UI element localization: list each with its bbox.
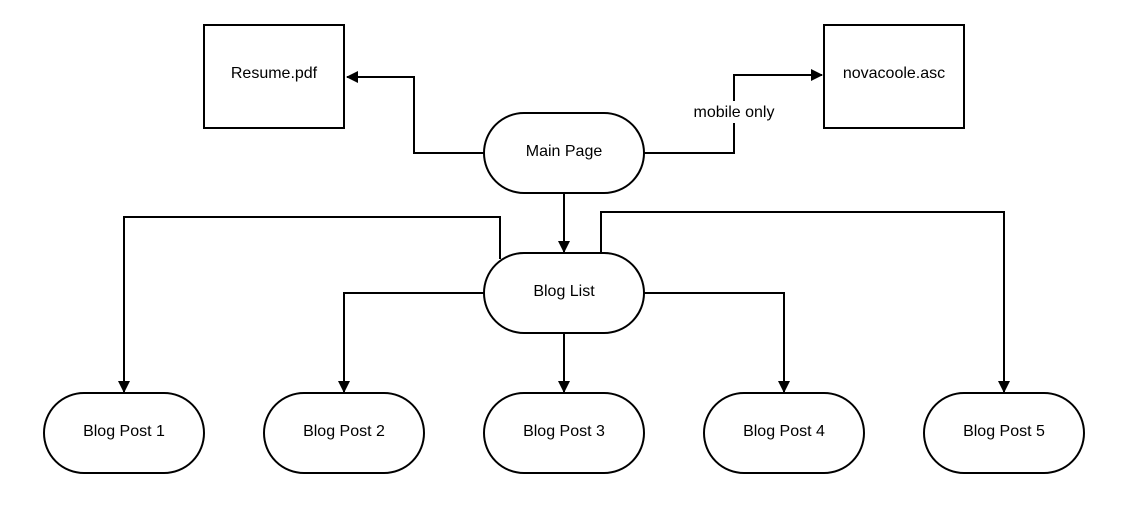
node-resume: Resume.pdf bbox=[203, 24, 345, 129]
node-key: novacoole.asc bbox=[823, 24, 965, 129]
edge-bloglist-to-post5 bbox=[600, 211, 1010, 393]
node-blog-post-5: Blog Post 5 bbox=[923, 392, 1085, 474]
node-label-resume: Resume.pdf bbox=[231, 65, 318, 82]
node-blog-post-3: Blog Post 3 bbox=[483, 392, 645, 474]
node-label-main-page: Main Page bbox=[526, 143, 603, 160]
edge-bloglist-to-post1 bbox=[118, 216, 501, 393]
edge-label-background bbox=[684, 101, 784, 123]
node-label-key: novacoole.asc bbox=[843, 65, 945, 82]
node-label-blog-post-3: Blog Post 3 bbox=[523, 423, 605, 440]
node-blog-list: Blog List bbox=[483, 252, 645, 334]
node-label-blog-post-1: Blog Post 1 bbox=[83, 423, 165, 440]
node-label-blog-post-5: Blog Post 5 bbox=[963, 423, 1045, 440]
node-main-page: Main Page bbox=[483, 112, 645, 194]
edge-label-mobile-only: mobile only bbox=[694, 104, 775, 121]
node-label-blog-list: Blog List bbox=[533, 283, 595, 300]
node-blog-post-4: Blog Post 4 bbox=[703, 392, 865, 474]
node-label-blog-post-2: Blog Post 2 bbox=[303, 423, 385, 440]
edge-main-to-resume bbox=[346, 71, 484, 154]
edge-bloglist-to-post2 bbox=[338, 292, 484, 393]
node-blog-post-2: Blog Post 2 bbox=[263, 392, 425, 474]
edge-bloglist-to-post4 bbox=[644, 292, 790, 393]
node-blog-post-1: Blog Post 1 bbox=[43, 392, 205, 474]
node-label-blog-post-4: Blog Post 4 bbox=[743, 423, 825, 440]
